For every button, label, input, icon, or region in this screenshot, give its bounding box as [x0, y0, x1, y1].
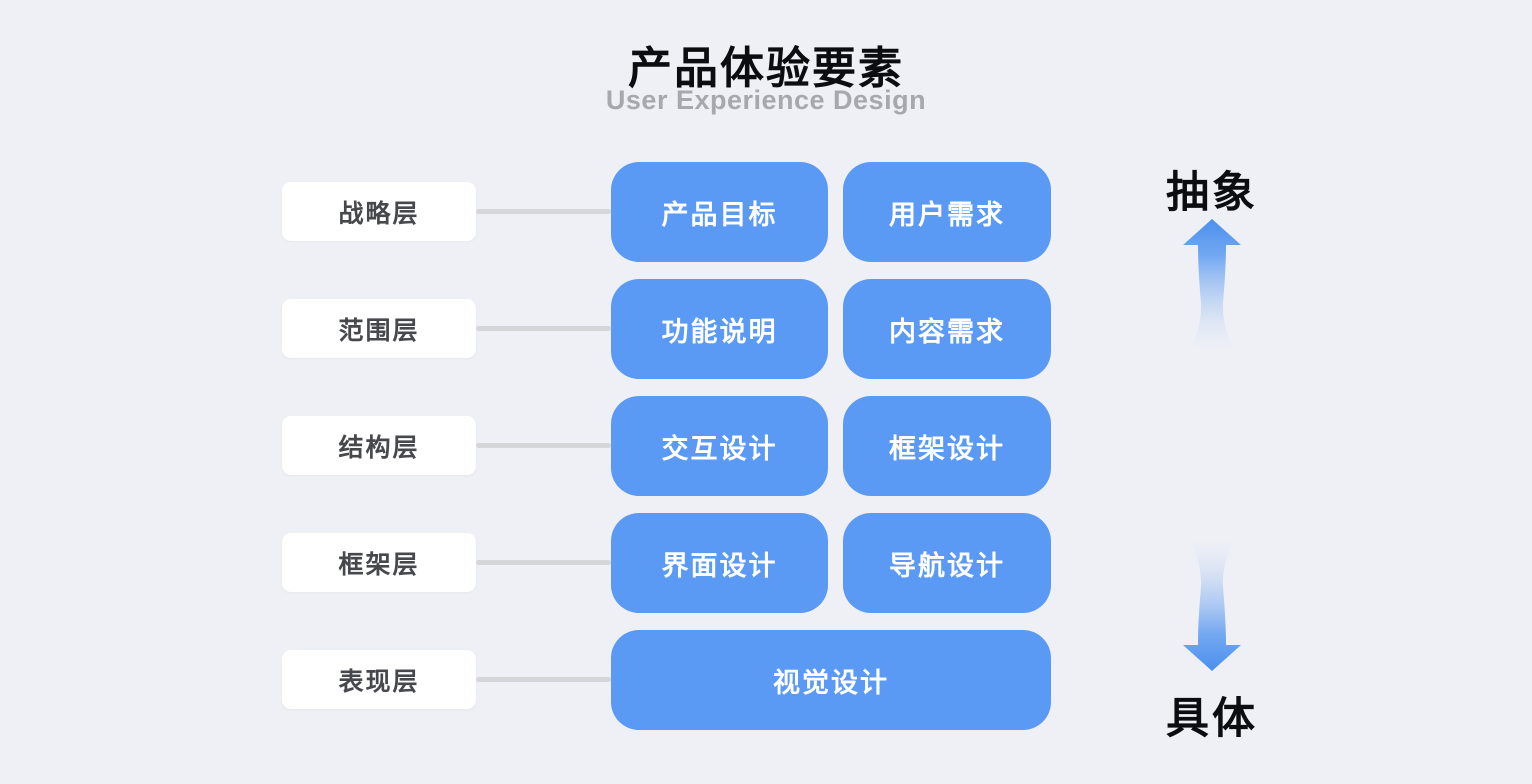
layer-row-skeleton: 框架层 界面设计 导航设计: [282, 513, 1051, 613]
layer-row-structure: 结构层 交互设计 框架设计: [282, 396, 1051, 496]
element-box: 交互设计: [611, 396, 828, 496]
element-box: 功能说明: [611, 279, 828, 379]
page-title: 产品体验要素: [628, 44, 904, 93]
layer-label-surface: 表现层: [282, 650, 476, 709]
abstract-label: 抽象: [1166, 169, 1258, 217]
layer-label-structure: 结构层: [282, 416, 476, 475]
connector-line: [476, 677, 611, 682]
element-box: 界面设计: [611, 513, 828, 613]
element-box: 导航设计: [843, 513, 1051, 613]
layer-label-strategy: 战略层: [282, 182, 476, 241]
down-arrow-icon: [1183, 535, 1241, 671]
layer-row-scope: 范围层 功能说明 内容需求: [282, 279, 1051, 379]
element-box: 视觉设计: [611, 630, 1051, 730]
element-box: 内容需求: [843, 279, 1051, 379]
connector-line: [476, 209, 611, 214]
connector-line: [476, 560, 611, 565]
element-box: 产品目标: [611, 162, 828, 262]
up-arrow-icon: [1183, 219, 1241, 355]
layer-row-strategy: 战略层 产品目标 用户需求: [282, 162, 1051, 262]
page-subtitle: User Experience Design: [605, 85, 927, 115]
concrete-label: 具体: [1166, 695, 1258, 743]
layer-row-surface: 表现层 视觉设计: [282, 630, 1051, 730]
layer-label-skeleton: 框架层: [282, 533, 476, 592]
layer-label-scope: 范围层: [282, 299, 476, 358]
connector-line: [476, 326, 611, 331]
element-box: 框架设计: [843, 396, 1051, 496]
element-box: 用户需求: [843, 162, 1051, 262]
connector-line: [476, 443, 611, 448]
